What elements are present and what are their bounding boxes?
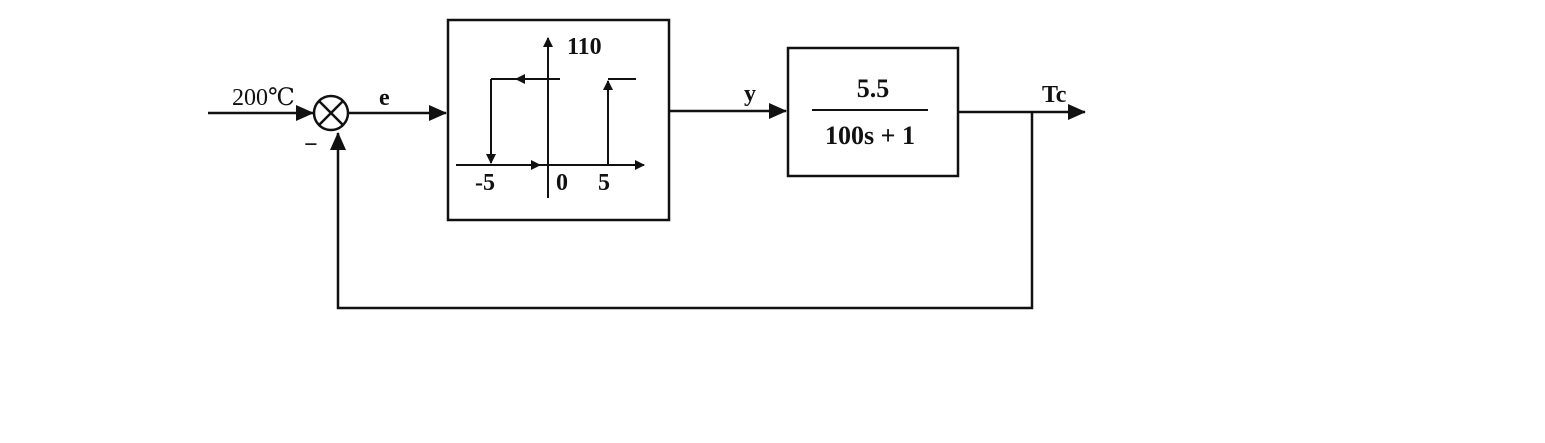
input-label: 200℃ — [232, 85, 295, 111]
plant-denominator: 100s + 1 — [825, 121, 915, 150]
error-label: e — [379, 85, 390, 111]
relay-threshold-low: -5 — [475, 170, 495, 196]
relay-block — [446, 18, 671, 222]
relay-threshold-high: 5 — [598, 170, 610, 196]
plant-block — [786, 46, 960, 178]
summing-junction — [312, 94, 350, 132]
relay-origin-label: 0 — [556, 170, 568, 196]
relay-output-label: 110 — [567, 34, 602, 60]
controller-output-label: y — [744, 81, 756, 107]
feedback-path — [330, 112, 1034, 310]
hysteresis-curve — [456, 37, 645, 198]
plant-numerator: 5.5 — [857, 74, 890, 103]
output-label: Tc — [1042, 82, 1067, 108]
feedback-sign: − — [304, 132, 318, 158]
